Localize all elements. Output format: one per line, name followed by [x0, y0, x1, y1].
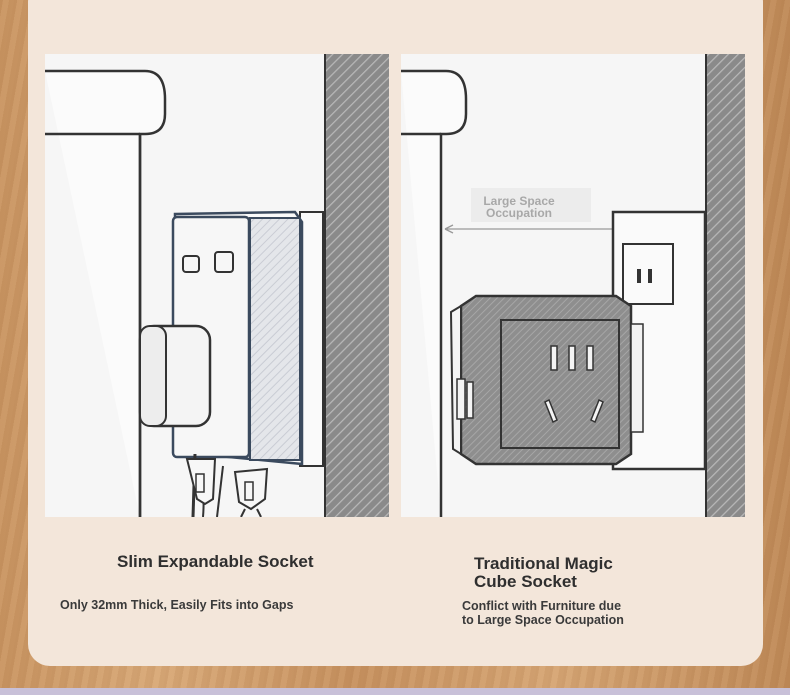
slim-socket-illustration: [45, 54, 389, 517]
cube-socket-subtitle: Conflict with Furniture due to Large Spa…: [462, 599, 624, 627]
cube-socket-title: Traditional Magic Cube Socket: [474, 554, 613, 591]
slim-socket-subtitle: Only 32mm Thick, Easily Fits into Gaps: [60, 598, 294, 612]
bottom-strip: [0, 688, 790, 695]
space-occupation-annotation: Large Space Occupation: [444, 188, 640, 234]
svg-text:Occupation: Occupation: [486, 206, 552, 220]
cube-socket-illustration: Large Space Occupation: [401, 54, 745, 517]
slim-socket-title: Slim Expandable Socket: [117, 552, 314, 571]
svg-text:Large Space: Large Space: [483, 194, 555, 208]
